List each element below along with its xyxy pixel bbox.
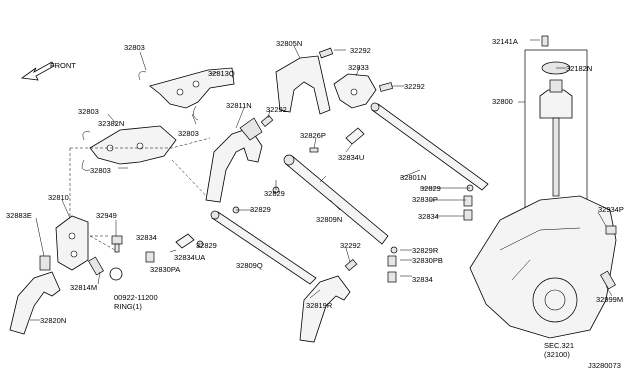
label-sec-32100: (32100): [544, 350, 570, 359]
label-32803-b: 32803: [78, 107, 99, 116]
shift-bracket-32382n: [81, 125, 177, 171]
label-32182n: 32182N: [566, 64, 592, 73]
plug-32834u: [345, 127, 365, 145]
bolt-32934p: [605, 225, 617, 235]
pin-32292-c: [260, 114, 274, 128]
label-32834-b: 32834: [136, 233, 157, 242]
label-32292-a: 32292: [350, 46, 371, 55]
bolt-32834-a: [145, 251, 155, 263]
label-32803-c: 32803: [178, 129, 199, 138]
label-32934p: 32934P: [598, 205, 624, 214]
transmission-case: [469, 195, 617, 339]
bracket-32810: [55, 215, 89, 271]
ring-00922: [109, 267, 123, 281]
label-32803-d: 32803: [90, 166, 111, 175]
label-32813q: 32813Q: [208, 69, 235, 78]
label-32811n: 32811N: [226, 101, 252, 110]
label-32814m: 32814M: [70, 283, 97, 292]
shift-fork-32820n: [9, 271, 61, 335]
label-32830pb: 32830PB: [412, 256, 443, 265]
ball-32829r: [390, 246, 398, 254]
bolt-32834-b: [463, 209, 473, 221]
label-ring: RING(1): [114, 302, 142, 311]
label-32830pa: 32830PA: [150, 265, 180, 274]
label-32999m: 32999M: [596, 295, 623, 304]
label-00922-11200: 00922-11200: [114, 293, 158, 302]
label-32819r: 32819R: [306, 301, 333, 310]
label-32810: 32810: [48, 193, 69, 202]
label-32805n: 32805N: [276, 39, 302, 48]
label-32829-b: 32829: [264, 189, 285, 198]
label-32829-a: 32829: [420, 184, 441, 193]
label-32382n: 32382N: [98, 119, 124, 128]
pin-32292-b: [378, 82, 394, 92]
bolt-32999m: [600, 270, 616, 290]
label-32834-c: 32834: [412, 275, 433, 284]
label-32834ua: 32834UA: [174, 253, 205, 262]
shaft-32809q: [210, 210, 317, 285]
bolt-32834-c: [387, 271, 397, 283]
spring-32830pb: [387, 255, 397, 267]
label-32292-b: 32292: [404, 82, 425, 91]
pin-32292-a: [318, 47, 334, 59]
label-32830p: 32830P: [412, 195, 438, 204]
pin-32292-d: [344, 258, 358, 272]
label-32949: 32949: [96, 211, 117, 220]
label-32801n: 32801N: [400, 173, 426, 182]
label-32809q: 32809Q: [236, 261, 263, 270]
pin-32826p: [309, 147, 319, 153]
label-sec-321: SEC.321: [544, 341, 574, 350]
label-32829-c: 32829: [250, 205, 271, 214]
label-32809n: 32809N: [316, 215, 342, 224]
shift-fork-32819r: [299, 275, 351, 343]
label-32834u: 32834U: [338, 153, 364, 162]
shaft-32809n: [283, 154, 389, 245]
shift-fork-32811n: [205, 117, 263, 203]
label-32829r: 32829R: [412, 246, 439, 255]
label-32826p: 32826P: [300, 131, 326, 140]
pin-32814m: [88, 256, 104, 276]
front-arrow-icon: [20, 61, 55, 81]
label-32820n: 32820N: [40, 316, 66, 325]
label-32292-d: 32292: [340, 241, 361, 250]
label-32292-c: 32292: [266, 105, 287, 114]
shaft-32801n: [370, 102, 489, 191]
shift-bracket-32813q: [138, 67, 235, 121]
front-label: FRONT: [50, 61, 76, 70]
label-32141a: 32141A: [492, 37, 518, 46]
label-32883e: 32883E: [6, 211, 32, 220]
control-assembly-32800: [524, 49, 588, 236]
label-32803-a: 32803: [124, 43, 145, 52]
cap-32883e: [39, 255, 51, 271]
plug-32834ua: [175, 233, 195, 249]
label-32833: 32833: [348, 63, 369, 72]
bolt-32141a: [541, 35, 549, 47]
diagram-code: J3280073: [588, 361, 621, 370]
shift-fork-32805n: [275, 55, 331, 115]
label-32800: 32800: [492, 97, 513, 106]
label-32834-a: 32834: [418, 212, 439, 221]
label-32829-d: 32829: [196, 241, 217, 250]
bolt-32949: [111, 235, 123, 253]
spring-32830p: [463, 195, 473, 207]
bracket-32833: [333, 73, 377, 109]
ball-32829: [196, 240, 204, 248]
